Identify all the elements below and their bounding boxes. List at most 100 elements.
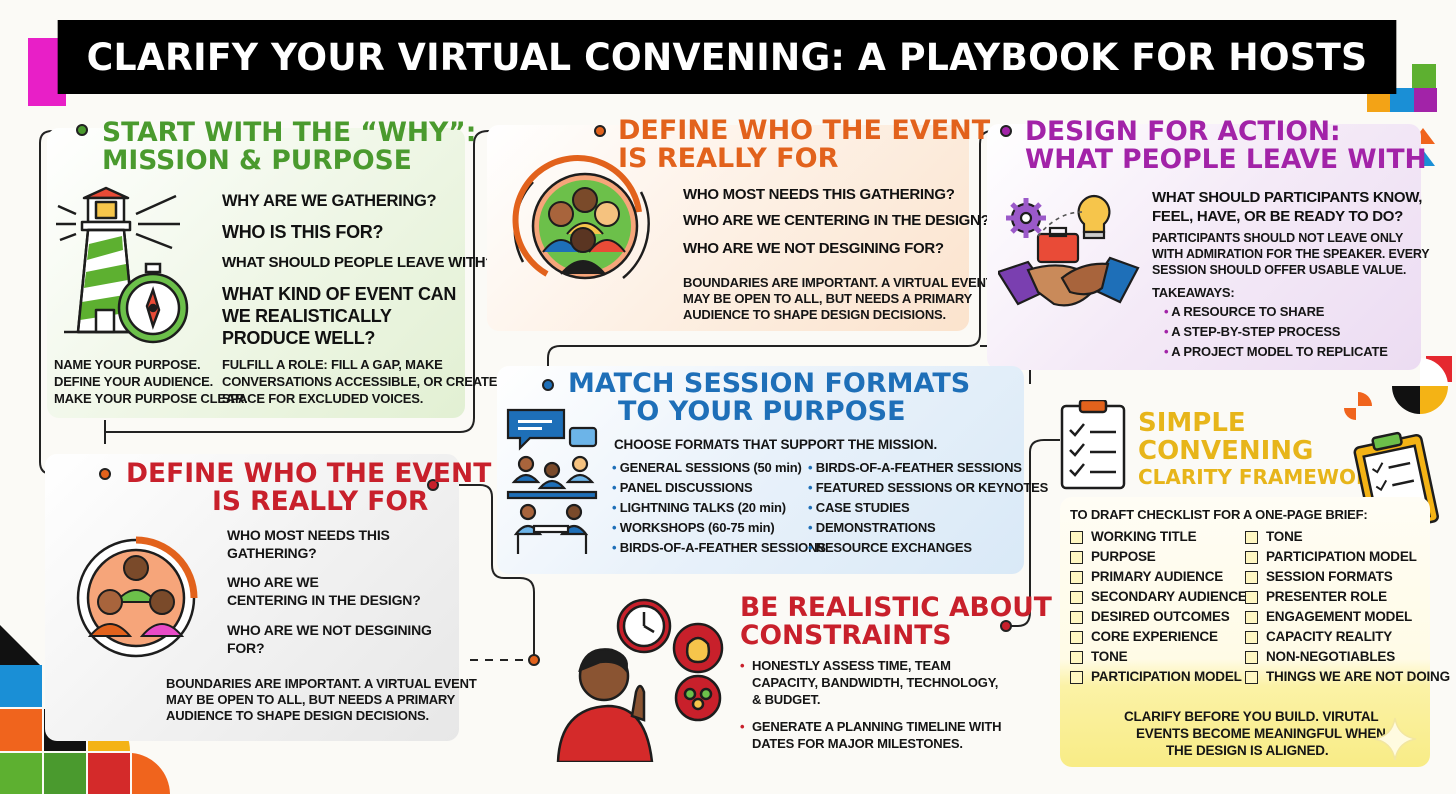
checklist-item[interactable]: ENGAGEMENT MODEL: [1245, 607, 1450, 627]
who-bottom-q2-line1: WHO ARE WE: [227, 574, 319, 590]
checklist-item[interactable]: THINGS WE ARE NOT DOING: [1245, 667, 1450, 687]
checklist-item[interactable]: PRESENTER ROLE: [1245, 587, 1450, 607]
list-item: • A RESOURCE TO SHARE: [1164, 304, 1325, 319]
who-top-body-line2: MAY BE OPEN TO ALL, BUT NEEDS A PRIMARY: [683, 291, 973, 306]
who-top-body-line3: AUDIENCE TO SHAPE DESIGN DECISIONS.: [683, 307, 946, 322]
checklist-item[interactable]: PURPOSE: [1070, 547, 1255, 567]
who-bottom-heading-line1: DEFINE WHO THE EVENT: [126, 458, 492, 489]
constraints-item1-line1: HONESTLY ASSESS TIME, TEAM: [752, 658, 951, 673]
constraints-item1-line3: & BUDGET.: [752, 692, 821, 707]
who-top-q1: WHO MOST NEEDS THIS GATHERING?: [683, 186, 955, 203]
list-item: • GENERAL SESSIONS (50 min): [612, 460, 802, 475]
checklist-item[interactable]: DESIRED OUTCOMES: [1070, 607, 1255, 627]
people-circle-icon: [76, 536, 198, 658]
takeaways-list: • A RESOURCE TO SHARE • A STEP-BY-STEP P…: [1164, 302, 1388, 362]
constraints-item2-line1: GENERATE A PLANNING TIMELINE WITH: [752, 719, 1002, 734]
framework-heading-line2: CONVENING: [1138, 436, 1314, 466]
action-heading-line2: WHAT PEOPLE LEAVE WITH: [1025, 144, 1427, 175]
why-right-line3: SPACE FOR EXCLUDED VOICES.: [222, 391, 424, 406]
why-q4-line1: WHAT KIND OF EVENT CAN: [222, 284, 457, 304]
audience-group-icon: [512, 155, 650, 280]
framework-intro: TO DRAFT CHECKLIST FOR A ONE-PAGE BRIEF:: [1070, 507, 1368, 522]
checklist-item[interactable]: CAPACITY REALITY: [1245, 627, 1450, 647]
list-item: • LIGHTNING TALKS (20 min): [612, 500, 786, 515]
framework-heading-line3: CLARITY FRAMEWORK: [1138, 465, 1387, 489]
who-bottom-q2-line2: CENTERING IN THE DESIGN?: [227, 592, 421, 608]
who-bottom-heading-line2: IS REALLY FOR: [212, 486, 429, 517]
constraints-side-node: [1000, 620, 1012, 632]
action-question-line1: WHAT SHOULD PARTICIPANTS KNOW,: [1152, 189, 1423, 206]
why-node: [76, 124, 88, 136]
checklist-item[interactable]: TONE: [1070, 647, 1255, 667]
decor-circle-quadrants: [1392, 356, 1452, 414]
framework-footer-line1: CLARIFY BEFORE YOU BUILD. VIRUTAL: [1124, 709, 1379, 724]
why-left-line3: MAKE YOUR PURPOSE CLEAR.: [54, 391, 248, 406]
who-bottom-side-node: [427, 479, 439, 491]
why-heading-line1: START WITH THE “WHY”:: [102, 117, 477, 148]
why-q4-line2: WE REALISTICALLY: [222, 306, 392, 326]
action-node: [1000, 125, 1012, 137]
list-item: • CASE STUDIES: [808, 500, 910, 515]
who-top-body-line1: BOUNDARIES ARE IMPORTANT. A VIRTUAL EVEN…: [683, 275, 994, 290]
decor-color-strip: [1367, 88, 1437, 112]
list-item: • RESOURCE EXCHANGES: [808, 540, 972, 555]
constraints-bullet2: •: [740, 719, 745, 734]
why-right-line1: FULFILL A ROLE: FILL A GAP, MAKE: [222, 357, 443, 372]
checklist-item[interactable]: SESSION FORMATS: [1245, 567, 1450, 587]
formats-node: [542, 379, 554, 391]
formats-list-col1: • GENERAL SESSIONS (50 min) • PANEL DISC…: [612, 458, 826, 558]
who-bottom-q3-line1: WHO ARE WE NOT DESGINING: [227, 622, 432, 638]
action-body-line3: SESSION SHOULD OFFER USABLE VALUE.: [1152, 263, 1407, 277]
decor-pinwheel: [1344, 392, 1372, 420]
why-q3: WHAT SHOULD PEOPLE LEAVE WITH?: [222, 254, 495, 271]
who-top-heading-line2: IS REALLY FOR: [618, 143, 839, 174]
action-body-line2: WITH ADMIRATION FOR THE SPEAKER. EVERY: [1152, 247, 1430, 261]
formats-heading-line2: TO YOUR PURPOSE: [618, 396, 906, 427]
list-item: • DEMONSTRATIONS: [808, 520, 936, 535]
constraints-item1-line2: CAPACITY, BANDWIDTH, TECHNOLOGY,: [752, 675, 999, 690]
framework-footer-line2: EVENTS BECOME MEANINGFUL WHEN: [1136, 726, 1386, 741]
who-top-heading-line1: DEFINE WHO THE EVENT: [618, 115, 991, 146]
why-left-line2: DEFINE YOUR AUDIENCE.: [54, 374, 214, 389]
checklist-item[interactable]: CORE EXPERIENCE: [1070, 627, 1255, 647]
constraints-bullet1: •: [740, 658, 745, 673]
sparkle-icon: [1373, 717, 1417, 761]
page-title: CLARIFY YOUR VIRTUAL CONVENING: A PLAYBO…: [57, 20, 1397, 94]
framework-checklist-col2: TONE PARTICIPATION MODEL SESSION FORMATS…: [1245, 527, 1450, 687]
why-left-line1: NAME YOUR PURPOSE.: [54, 357, 201, 372]
framework-heading-line1: SIMPLE: [1138, 408, 1246, 438]
who-bottom-q1-line1: WHO MOST NEEDS THIS: [227, 527, 390, 543]
checklist-item[interactable]: NON-NEGOTIABLES: [1245, 647, 1450, 667]
constraints-item2-line2: DATES FOR MAJOR MILESTONES.: [752, 736, 963, 751]
action-heading-line1: DESIGN FOR ACTION:: [1025, 116, 1341, 147]
why-heading-line2: MISSION & PURPOSE: [102, 145, 412, 176]
checklist-item[interactable]: TONE: [1245, 527, 1450, 547]
list-item: • A PROJECT MODEL TO REPLICATE: [1164, 344, 1388, 359]
thinking-person-icon: [556, 598, 724, 762]
checklist-item[interactable]: SECONDARY AUDIENCES: [1070, 587, 1256, 607]
who-bottom-body-line2: MAY BE OPEN TO ALL, BUT NEEDS A PRIMARY: [166, 692, 456, 707]
who-top-q3: WHO ARE WE NOT DESGINING FOR?: [683, 240, 944, 257]
checklist-icon: [1060, 400, 1126, 490]
checklist-item[interactable]: PRIMARY AUDIENCE: [1070, 567, 1255, 587]
checklist-item[interactable]: PARTICIPATION MODEL: [1245, 547, 1450, 567]
who-bottom-q3-line2: FOR?: [227, 640, 265, 656]
formats-list-col2: • BIRDS-OF-A-FEATHER SESSIONS • FEATURED…: [808, 458, 1048, 558]
why-right-line2: CONVERSATIONS ACCESSIBLE, OR CREATE: [222, 374, 498, 389]
meeting-icon: [506, 408, 598, 554]
why-q1: WHY ARE WE GATHERING?: [222, 192, 437, 210]
list-item: • FEATURED SESSIONS OR KEYNOTES: [808, 480, 1049, 495]
who-top-q2: WHO ARE WE CENTERING IN THE DESIGN?: [683, 212, 990, 229]
who-bottom-body-line3: AUDIENCE TO SHAPE DESIGN DECISIONS.: [166, 708, 429, 723]
who-top-node: [594, 125, 606, 137]
checklist-item[interactable]: PARTICIPATION MODEL: [1070, 667, 1255, 687]
formats-intro: CHOOSE FORMATS THAT SUPPORT THE MISSION.: [614, 437, 938, 452]
list-item: • BIRDS-OF-A-FEATHER SESSIONS: [808, 460, 1022, 475]
checklist-item[interactable]: WORKING TITLE: [1070, 527, 1255, 547]
takeaways-label: TAKEAWAYS:: [1152, 285, 1235, 300]
lighthouse-icon: [56, 186, 189, 344]
constraints-heading-line2: CONSTRAINTS: [740, 620, 952, 651]
list-item: • A STEP-BY-STEP PROCESS: [1164, 324, 1341, 339]
why-q4-line3: PRODUCE WELL?: [222, 328, 376, 348]
